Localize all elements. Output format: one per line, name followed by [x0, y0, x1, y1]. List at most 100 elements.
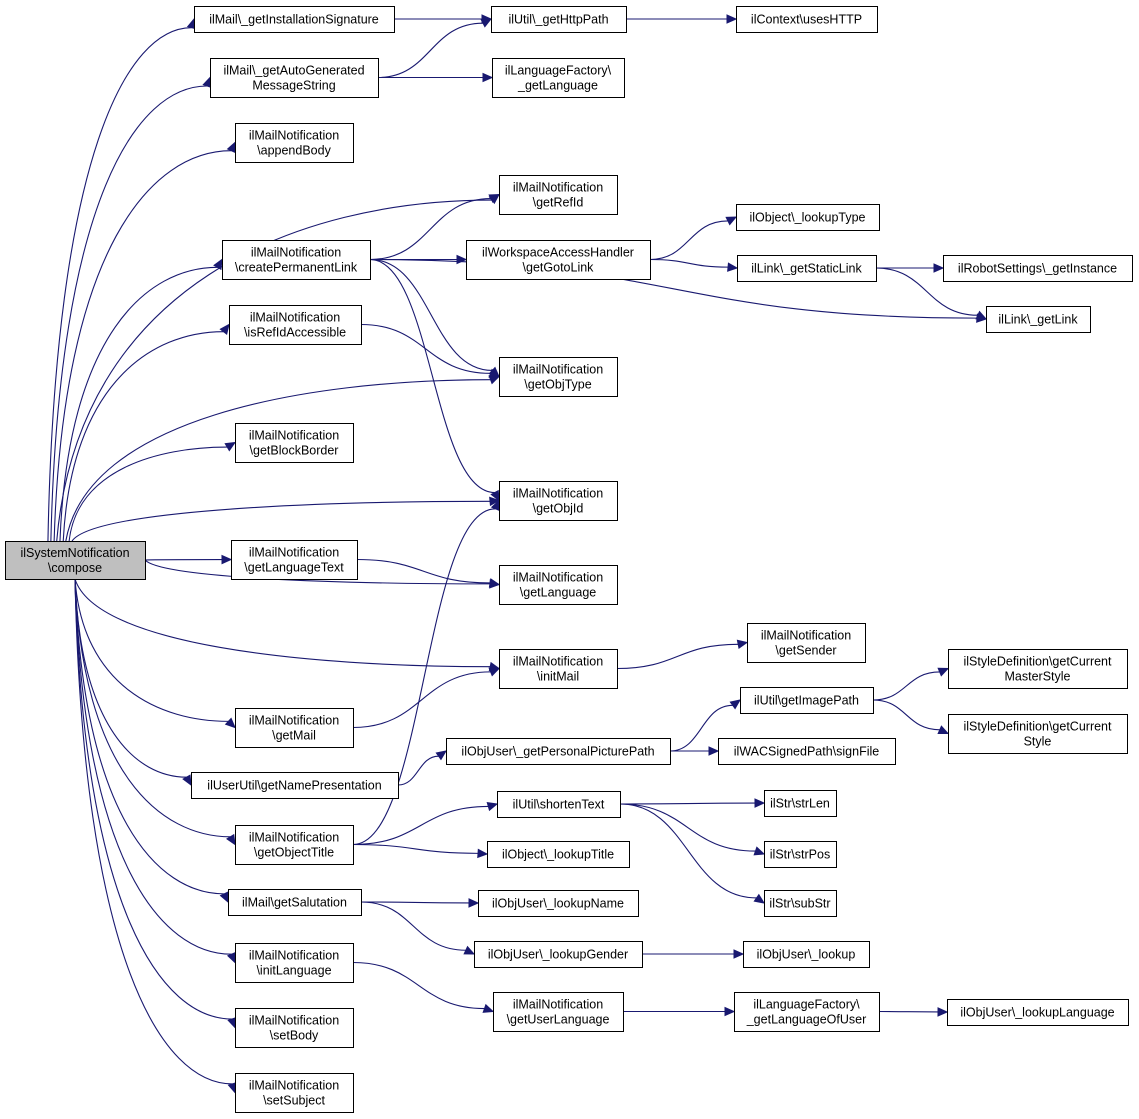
node-box [736, 6, 878, 33]
node-ilobjuser-lookup[interactable]: ilObjUser\_lookup [743, 941, 870, 968]
node-ilmailnotification-appendbody[interactable]: ilMailNotification\appendBody [235, 123, 354, 163]
node-ilutil-shortentext[interactable]: ilUtil\shortenText [497, 791, 621, 818]
node-label-line: ilMailNotification [249, 129, 339, 143]
arrowhead-n0-n16 [219, 891, 229, 904]
node-label-line: ilStr\subStr [769, 897, 830, 911]
arrowhead-n16-n39 [468, 898, 480, 908]
node-label-line: \createPermanentLink [235, 261, 358, 275]
node-ilrobotsettings-getinstance[interactable]: ilRobotSettings\_getInstance [943, 255, 1133, 282]
node-ilmailnotification-getobjtype[interactable]: ilMailNotification\getObjType [499, 357, 618, 397]
edge-n0-n18 [74, 578, 232, 1020]
edge-n0-n7 [65, 379, 491, 542]
node-box [497, 791, 621, 818]
node-box [229, 305, 362, 345]
node-ilstr-substr[interactable]: ilStr\subStr [764, 890, 837, 917]
node-label-line: \getObjType [524, 378, 591, 392]
arrowhead-n0-n3 [226, 141, 236, 154]
node-box [235, 1073, 354, 1113]
edge-n6-n7 [360, 323, 491, 374]
node-illink-getlink[interactable]: ilLink\_getLink [986, 306, 1091, 333]
node-ilmailnotification-createpermanentlink[interactable]: ilMailNotification\createPermanentLink [222, 240, 371, 280]
node-label-line: ilRobotSettings\_getInstance [958, 262, 1117, 276]
node-box [235, 708, 354, 748]
edge-n0-n12 [74, 578, 491, 668]
node-ilmailnotification-initmail[interactable]: ilMailNotification\initMail [499, 649, 618, 689]
edge-n0-n2 [50, 85, 208, 542]
node-label-line: ilObjUser\_getPersonalPicturePath [461, 745, 654, 759]
node-ilmailnotification-getsender[interactable]: ilMailNotification\getSender [747, 623, 866, 663]
node-ilworkspaceaccesshandler-getgotolink[interactable]: ilWorkspaceAccessHandler\getGotoLink [466, 240, 651, 280]
node-label-line: ilMailNotification [249, 949, 339, 963]
node-label-line: ilMail\getSalutation [242, 896, 347, 910]
node-ilutil-gethttppath[interactable]: ilUtil\_getHttpPath [491, 6, 627, 33]
arrowhead-n14-n29 [435, 750, 448, 761]
node-ilmailnotification-getlanguage[interactable]: ilMailNotification\getLanguage [499, 565, 618, 605]
node-box [478, 890, 639, 917]
node-ilmailnotification-isrefidaccessible[interactable]: ilMailNotification\isRefIdAccessible [229, 305, 362, 345]
node-label-line: \appendBody [257, 144, 331, 158]
node-ilwacsignedpath-signfile[interactable]: ilWACSignedPath\signFile [718, 738, 896, 765]
node-box [235, 825, 354, 865]
edge-n5-n9 [369, 258, 495, 494]
node-ilstr-strpos[interactable]: ilStr\strPos [764, 841, 837, 868]
node-illanguagefactory-getlanguageofuser[interactable]: ilLanguageFactory\_getLanguageOfUser [734, 992, 880, 1032]
node-ilobjuser-lookuplanguage[interactable]: ilObjUser\_lookupLanguage [947, 999, 1129, 1026]
node-ilmailnotification-setbody[interactable]: ilMailNotification\setBody [235, 1008, 354, 1048]
node-box [947, 999, 1129, 1026]
arrowhead-n29-n33 [708, 746, 720, 756]
node-ilmailnotification-getrefid[interactable]: ilMailNotification\getRefId [499, 175, 618, 215]
node-box [986, 306, 1091, 333]
node-label-line: ilObject\_lookupTitle [502, 848, 614, 862]
node-ilstr-strlen[interactable]: ilStr\strLen [764, 790, 837, 817]
node-box [235, 123, 354, 163]
arrowhead-n23-n25 [727, 262, 739, 272]
node-box [499, 565, 618, 605]
node-ilutil-getimagepath[interactable]: ilUtil\getImagePath [740, 687, 874, 714]
node-ilmail-getinstallationsignature[interactable]: ilMail\_getInstallationSignature [194, 6, 395, 33]
node-label-line: \initMail [537, 670, 579, 684]
node-label-line: MasterStyle [1005, 670, 1071, 684]
node-box [235, 1008, 354, 1048]
arrowhead-n0-n14 [182, 774, 192, 787]
node-ilmail-getsalutation[interactable]: ilMail\getSalutation [228, 889, 362, 916]
node-ilmailnotification-initlanguage[interactable]: ilMailNotification\initLanguage [235, 943, 354, 983]
node-label-line: ilMail\_getInstallationSignature [209, 13, 379, 27]
node-label-line: ilMailNotification [249, 429, 339, 443]
node-illink-getstaticlink[interactable]: ilLink\_getStaticLink [737, 255, 877, 282]
node-ilmailnotification-getuserlanguage[interactable]: ilMailNotification\getUserLanguage [493, 992, 624, 1032]
node-ilmailnotification-getmail[interactable]: ilMailNotification\getMail [235, 708, 354, 748]
node-label-line: ilMailNotification [249, 1079, 339, 1093]
arrowhead-n5-n23 [456, 254, 468, 265]
node-ilobjuser-getpersonalpicturepath[interactable]: ilObjUser\_getPersonalPicturePath [446, 738, 671, 765]
node-label-line: ilMailNotification [513, 181, 603, 195]
arrowhead-n0-n5 [213, 258, 223, 271]
arrowhead-n0-n8 [224, 441, 237, 452]
edge-n34-n35 [619, 802, 756, 805]
node-ilobject-lookuptype[interactable]: ilObject\_lookupType [736, 204, 880, 231]
arrowhead-n25-n26 [933, 263, 945, 273]
node-label-line: \getBlockBorder [250, 444, 339, 458]
node-box [5, 541, 146, 580]
node-ilobjuser-lookupgender[interactable]: ilObjUser\_lookupGender [474, 941, 643, 968]
arrowhead-n5-n9 [490, 489, 500, 502]
arrowhead-n34-n37 [753, 893, 766, 904]
node-ilmailnotification-getobjid[interactable]: ilMailNotification\getObjId [499, 481, 618, 521]
node-ilsystemnotification-compose[interactable]: ilSystemNotification\compose [5, 541, 146, 580]
node-ilmailnotification-getobjecttitle[interactable]: ilMailNotification\getObjectTitle [235, 825, 354, 865]
arrowhead-n12-n28 [736, 639, 749, 650]
node-label-line: ilMail\_getAutoGenerated [223, 64, 364, 78]
node-ilmailnotification-getblockborder[interactable]: ilMailNotification\getBlockBorder [235, 423, 354, 463]
node-ilobjuser-lookupname[interactable]: ilObjUser\_lookupName [478, 890, 639, 917]
node-iluserutil-getnamepresentation[interactable]: ilUserUtil\getNamePresentation [191, 772, 399, 799]
node-label-line: \setSubject [263, 1094, 325, 1108]
node-ilmailnotification-getlanguagetext[interactable]: ilMailNotification\getLanguageText [231, 540, 358, 580]
node-ilcontext-useshttp[interactable]: ilContext\usesHTTP [736, 6, 878, 33]
node-box [222, 240, 371, 280]
node-label-line: ilUtil\_getHttpPath [508, 13, 608, 27]
node-illanguagefactory-getlanguage[interactable]: ilLanguageFactory\_getLanguage [492, 58, 625, 98]
node-ilmailnotification-setsubject[interactable]: ilMailNotification\setSubject [235, 1073, 354, 1113]
node-ilobject-lookuptitle[interactable]: ilObject\_lookupTitle [487, 841, 630, 868]
